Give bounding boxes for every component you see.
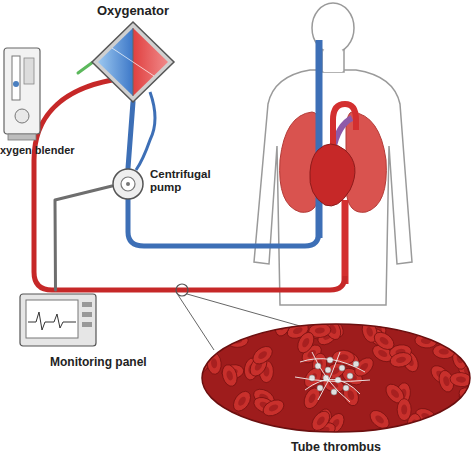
node-shape — [0, 44, 78, 160]
diagram-node: Tube thrombus — [200, 322, 472, 462]
flow-tube — [12, 56, 20, 100]
oxygenator-venous-side — [98, 28, 133, 96]
red-blood-cell — [456, 385, 474, 407]
venous-drainage-tube — [128, 199, 319, 246]
red-blood-cell — [221, 410, 244, 436]
red-blood-cell — [301, 365, 325, 391]
node-label: xygen blender — [0, 144, 78, 157]
red-blood-cell — [220, 363, 240, 388]
circuit-line — [128, 102, 133, 168]
heart — [310, 144, 355, 206]
pump-casing — [113, 169, 143, 199]
node-label: Oxygenator — [92, 4, 174, 19]
red-blood-cell — [397, 399, 411, 421]
diagram-node: xygen blender — [0, 44, 78, 160]
callout-leader — [178, 295, 214, 350]
pump-rotor — [121, 177, 135, 191]
red-blood-cell — [389, 351, 414, 370]
node-label: Monitoring panel — [50, 356, 168, 370]
node-shape — [92, 4, 174, 102]
red-blood-cell — [450, 415, 474, 437]
neck — [322, 48, 344, 72]
diagram-node: Centrifugal pump — [112, 168, 222, 204]
red-blood-cell — [273, 313, 293, 338]
red-blood-cell — [212, 408, 232, 433]
circuit-line — [78, 63, 92, 73]
red-blood-cell — [194, 395, 211, 419]
arterial-return-tube — [34, 80, 345, 290]
red-blood-cell — [371, 329, 397, 353]
red-blood-cell — [214, 313, 230, 336]
oxygenator-arterial-side — [133, 28, 168, 96]
callout-leader — [187, 294, 300, 326]
monitor-screen — [26, 300, 78, 338]
monitor-case — [20, 294, 96, 346]
node-label: Tube thrombus — [200, 440, 472, 454]
red-blood-cell — [451, 346, 469, 370]
red-blood-cell — [308, 408, 333, 434]
node-label: Centrifugal pump — [150, 168, 224, 194]
red-blood-cell — [261, 397, 287, 419]
body-silhouette — [254, 70, 412, 305]
blender-body — [4, 48, 40, 134]
red-blood-cell — [230, 388, 254, 414]
callout-circle — [176, 284, 188, 296]
aorta — [342, 200, 349, 284]
red-blood-cell — [209, 413, 235, 438]
vena-cava — [316, 40, 323, 238]
diagram-node: Monitoring panel — [18, 290, 168, 374]
oxygenator-frame — [92, 22, 174, 102]
red-blood-cell — [202, 419, 225, 435]
red-blood-cell — [301, 385, 323, 411]
red-blood-cell — [250, 343, 276, 368]
waveform — [28, 312, 76, 330]
oxygenator-outlet-tube — [136, 92, 155, 170]
diagram-node: Oxygenator — [92, 4, 174, 102]
red-blood-cell — [209, 318, 235, 342]
thrombus — [295, 352, 370, 402]
neck-cover — [324, 50, 343, 72]
circuit-line — [55, 186, 112, 290]
red-blood-cell — [294, 330, 317, 356]
